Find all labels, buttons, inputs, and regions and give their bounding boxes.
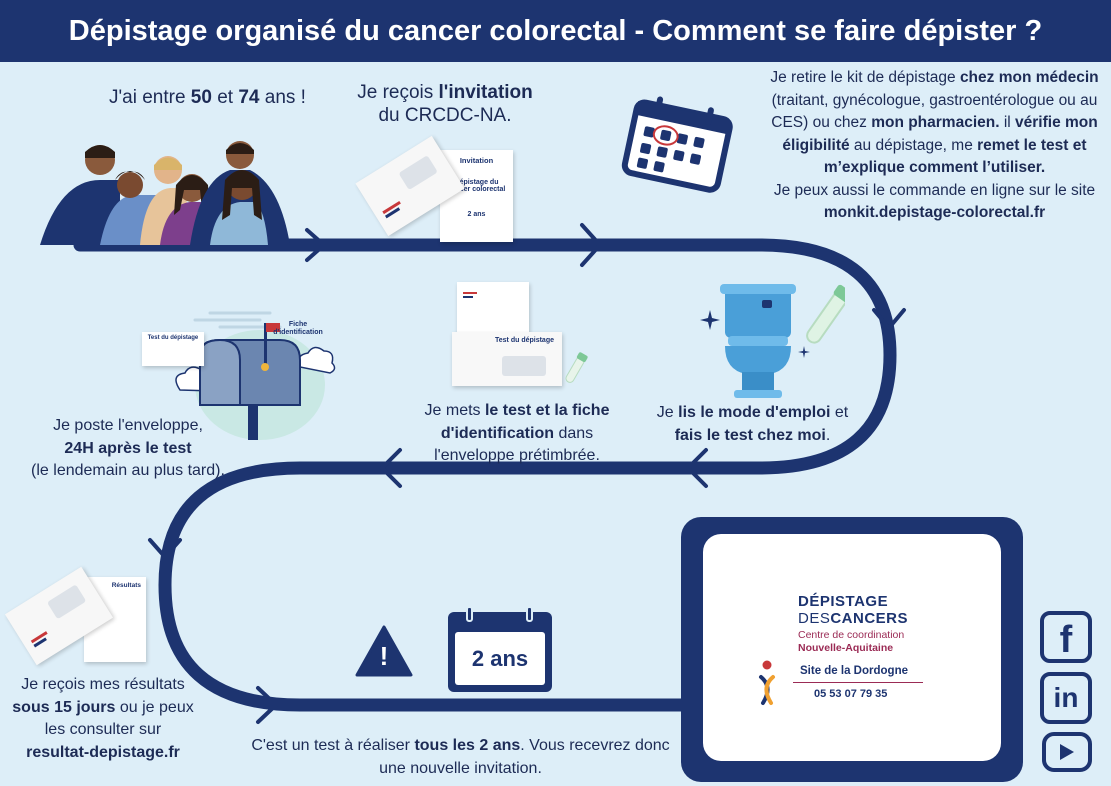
- youtube-icon[interactable]: [1042, 732, 1092, 772]
- logo-card: DÉPISTAGE DESCANCERS Centre de coordinat…: [703, 534, 1001, 761]
- facebook-icon[interactable]: f: [1040, 611, 1092, 663]
- logo-site: Site de la Dordogne: [800, 665, 908, 677]
- logo-divider: [793, 682, 923, 683]
- play-icon: [1060, 744, 1074, 760]
- toilet-illustration: [700, 284, 845, 398]
- identification-card-label: Fiche d'identification: [273, 321, 323, 336]
- step-envelope-text: Je mets le test et la fiche d'identifica…: [424, 402, 610, 464]
- arrow-right-icon: [580, 223, 602, 267]
- step-test-text: Je lis le mode d'emploi et fais le test …: [656, 404, 849, 444]
- logo-line3: Centre de coordination: [798, 629, 905, 641]
- arrow-down-icon: [872, 308, 906, 330]
- logo-phone: 05 53 07 79 35: [814, 688, 888, 700]
- calendar-badge-text: 2 ans: [455, 632, 545, 685]
- logo-line4: Nouvelle-Aquitaine: [798, 642, 894, 654]
- arrow-down-icon: [148, 538, 182, 559]
- step-post-text: Je poste l'enveloppe,24H après le test(l…: [31, 417, 225, 479]
- arrow-right-icon: [305, 228, 326, 262]
- people-group-illustration: [40, 141, 290, 245]
- page-title-bar: Dépistage organisé du cancer colorectal …: [0, 0, 1111, 62]
- mailbox-illustration: [175, 311, 336, 440]
- step-repeat-text: C'est un test à réaliser tous les 2 ans.…: [251, 737, 670, 777]
- warning-icon: [355, 625, 413, 677]
- linkedin-icon[interactable]: in: [1040, 672, 1092, 724]
- ribbon-logo-icon: [759, 660, 775, 705]
- arrow-right-icon: [256, 686, 278, 724]
- identification-card: [457, 282, 529, 334]
- calendar-badge: 2 ans: [448, 606, 552, 692]
- test-envelope-small: Test du dépistage: [142, 332, 204, 366]
- warning-mark: !: [379, 641, 389, 671]
- logo-line2: DESCANCERS: [798, 610, 909, 627]
- step-kit-text: Je retire le kit de dépistage chez mon m…: [770, 69, 1099, 221]
- test-tube-icon: [565, 352, 588, 383]
- logo-line1: DÉPISTAGE: [798, 593, 889, 610]
- calendar-icon: [621, 96, 733, 193]
- arrow-left-icon: [380, 448, 402, 488]
- test-envelope: Test du dépistage: [452, 332, 562, 386]
- step-age-text: J'ai entre 50 et 74 ans !: [109, 87, 306, 108]
- arrow-left-icon: [686, 448, 708, 488]
- page-title: Dépistage organisé du cancer colorectal …: [68, 14, 1043, 47]
